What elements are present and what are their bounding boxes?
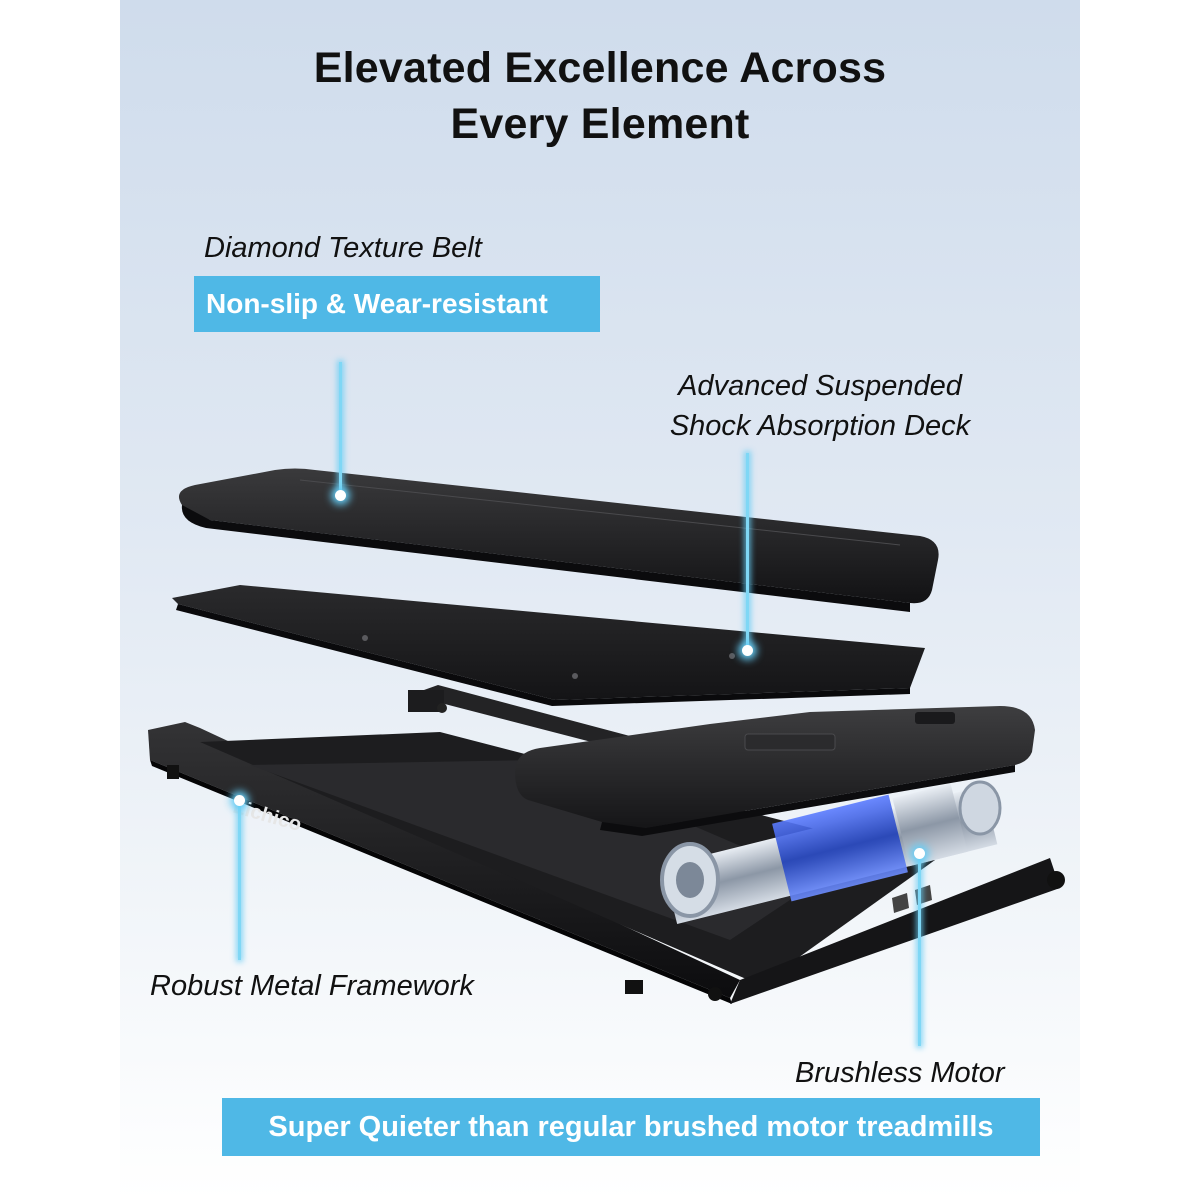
motor-leader-dot [914, 848, 925, 859]
frame-leader-dot [234, 795, 245, 806]
shock-absorption-deck [172, 585, 925, 706]
motor-label: Brushless Motor [795, 1057, 1005, 1089]
title-line-1: Elevated Excellence Across [313, 44, 887, 92]
brushless-motor [660, 780, 1002, 925]
motor-leader-line [914, 848, 925, 1046]
frame-leader-line [234, 795, 245, 960]
treadmill-exploded-illustration: Lichico [148, 468, 1065, 1004]
deck-leader-dot [742, 645, 753, 656]
deck-leader-line [742, 453, 753, 656]
product-feature-panel: Elevated Excellence Across Every Element [120, 0, 1080, 1200]
page-title: Elevated Excellence Across Every Element [120, 40, 1080, 152]
motor-cover [515, 706, 1035, 836]
belt-leader-dot [335, 490, 346, 501]
belt-label: Diamond Texture Belt [204, 232, 482, 264]
title-line-2: Every Element [450, 100, 750, 148]
motor-benefit-badge: Super Quieter than regular brushed motor… [222, 1098, 1040, 1156]
belt-leader-line [335, 362, 346, 501]
frame-label: Robust Metal Framework [150, 970, 474, 1002]
deck-label-line-1: Advanced Suspended [678, 370, 962, 402]
belt-benefit-badge: Non-slip & Wear-resistant [194, 276, 600, 332]
deck-label-line-2: Shock Absorption Deck [669, 410, 971, 442]
deck-label: Advanced Suspended Shock Absorption Deck [655, 368, 985, 444]
